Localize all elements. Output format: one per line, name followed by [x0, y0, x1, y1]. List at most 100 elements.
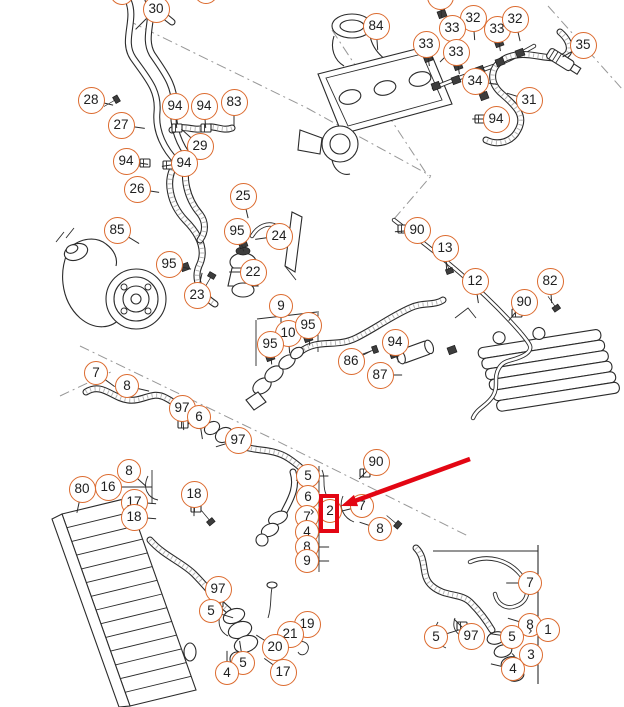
callout-8[interactable]: 8	[115, 374, 139, 398]
callout-34[interactable]: 34	[461, 67, 489, 95]
callout-94[interactable]: 94	[170, 149, 198, 177]
callout-label: 8	[123, 378, 131, 394]
callout-label: 21	[282, 626, 298, 642]
callout-4[interactable]: 4	[501, 657, 525, 681]
callout-8[interactable]: 8	[117, 459, 141, 483]
callout-label: 84	[368, 18, 384, 34]
callout-12[interactable]: 12	[461, 267, 489, 295]
callout-23[interactable]: 23	[183, 281, 211, 309]
callout-30[interactable]: 30	[142, 0, 170, 23]
callout-label: 19	[299, 616, 315, 632]
callout-7[interactable]: 7	[518, 571, 542, 595]
callout-28[interactable]: 28	[77, 86, 105, 114]
callout-9[interactable]: 9	[295, 549, 319, 573]
callout-label: 35	[575, 37, 591, 53]
callout-5[interactable]: 5	[424, 625, 448, 649]
callout-16[interactable]: 16	[94, 473, 122, 501]
callout-90[interactable]: 90	[362, 448, 390, 476]
callout-label: 17	[275, 664, 291, 680]
callout-label: 4	[509, 661, 517, 677]
callout-94[interactable]: 94	[381, 328, 409, 356]
callout-5[interactable]: 5	[500, 625, 524, 649]
callout-80[interactable]: 80	[68, 475, 96, 503]
callout-label: 6	[195, 409, 203, 425]
chevron-marker-icon: ›	[310, 503, 315, 519]
callout-95[interactable]: 95	[223, 217, 251, 245]
callout-33[interactable]: 33	[426, 0, 454, 10]
callout-6[interactable]: 6	[187, 405, 211, 429]
callout-94[interactable]: 94	[482, 105, 510, 133]
callout-17[interactable]: 17	[269, 658, 297, 686]
callout-97[interactable]: 97	[457, 622, 485, 650]
callout-7[interactable]: 7	[84, 361, 108, 385]
callout-95[interactable]: 95	[256, 330, 284, 358]
callout-7[interactable]: 7	[350, 494, 374, 518]
callout-22[interactable]: 22	[239, 258, 267, 286]
callout-label: 97	[230, 432, 246, 448]
callout-13[interactable]: 13	[431, 234, 459, 262]
callout-label: 7	[303, 509, 311, 525]
callout-35[interactable]: 35	[569, 31, 597, 59]
callout-8[interactable]: 8	[368, 517, 392, 541]
callout-label: 12	[467, 273, 483, 289]
callout-90[interactable]: 90	[403, 216, 431, 244]
callout-label: 25	[235, 188, 251, 204]
callout-24[interactable]: 24	[265, 222, 293, 250]
callout-4[interactable]: 4	[215, 661, 239, 685]
callout-label: 94	[167, 98, 183, 114]
callout-97[interactable]: 97	[224, 426, 252, 454]
callout-33[interactable]: 33	[442, 38, 470, 66]
callout-18[interactable]: 18	[180, 480, 208, 508]
callout-label: 94	[118, 153, 134, 169]
callout-label: 7	[92, 365, 100, 381]
callout-94[interactable]: 94	[112, 147, 140, 175]
callout-25[interactable]: 25	[229, 182, 257, 210]
chevron-marker-icon: ›	[511, 647, 516, 663]
center-hose-assembly	[245, 296, 447, 411]
callout-33[interactable]: 33	[438, 14, 466, 42]
callout-26[interactable]: 26	[123, 175, 151, 203]
callout-94[interactable]: 94	[161, 92, 189, 120]
callout-5[interactable]: 5	[199, 599, 223, 623]
callout-label: 86	[343, 353, 359, 369]
callout-label: 97	[210, 581, 226, 597]
callout-label: 94	[176, 155, 192, 171]
callout-83[interactable]: 83	[220, 88, 248, 116]
callout-94[interactable]: 94	[190, 92, 218, 120]
callout-partial[interactable]	[194, 0, 218, 4]
callout-33[interactable]: 33	[412, 30, 440, 58]
callout-33[interactable]: 33	[483, 15, 511, 43]
callout-label: 85	[109, 222, 125, 238]
callout-95[interactable]: 95	[155, 250, 183, 278]
callout-87[interactable]: 87	[366, 361, 394, 389]
callout-85[interactable]: 85	[103, 216, 131, 244]
callout-label: 5	[432, 629, 440, 645]
callout-82[interactable]: 82	[536, 267, 564, 295]
callout-95[interactable]: 95	[294, 311, 322, 339]
callout-9[interactable]: 9	[269, 294, 293, 318]
turbo-manifold	[297, 13, 453, 175]
callout-label: 90	[516, 294, 532, 310]
callout-label: 1	[544, 622, 552, 638]
callout-86[interactable]: 86	[337, 347, 365, 375]
callout-label: 6	[304, 489, 312, 505]
callout-2[interactable]: 2›	[310, 499, 342, 523]
callout-90[interactable]: 90	[510, 288, 538, 316]
callout-18[interactable]: 18	[120, 503, 148, 531]
callout-32[interactable]: 32	[459, 4, 487, 32]
coolant-pipes-top-left	[124, 0, 236, 308]
callout-27[interactable]: 27	[107, 111, 135, 139]
callout-31[interactable]: 31	[515, 86, 543, 114]
callout-label: 32	[465, 10, 481, 26]
callout-1[interactable]: 1›	[528, 618, 560, 642]
callout-label: 23	[189, 287, 205, 303]
callout-84[interactable]: 84	[362, 12, 390, 40]
callout-20[interactable]: 20	[261, 633, 289, 661]
callout-32[interactable]: 32	[501, 5, 529, 33]
callout-label: 24	[271, 228, 287, 244]
callout-partial[interactable]	[110, 0, 134, 5]
callout-label: 90	[368, 454, 384, 470]
callout-label: 2	[326, 503, 334, 519]
callout-label: 13	[437, 240, 453, 256]
